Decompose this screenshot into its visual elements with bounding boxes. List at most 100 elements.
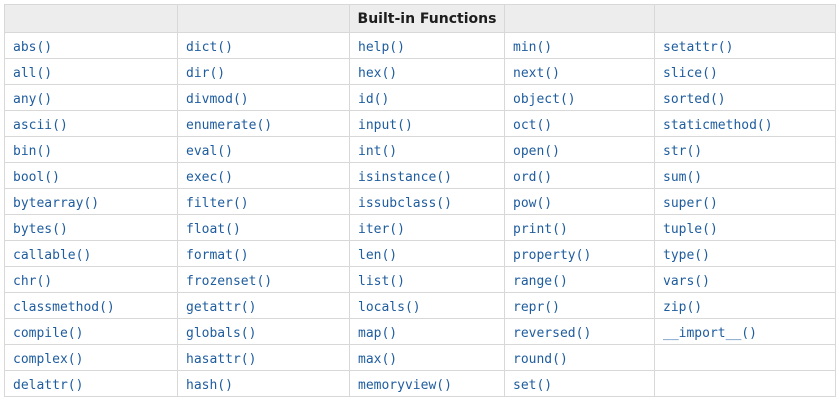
function-link-max[interactable]: max() — [358, 352, 398, 367]
function-link-super[interactable]: super() — [663, 196, 718, 211]
function-link-abs[interactable]: abs() — [13, 40, 53, 55]
function-link-input[interactable]: input() — [358, 118, 413, 133]
function-link-globals[interactable]: globals() — [186, 326, 257, 341]
function-link-print[interactable]: print() — [513, 222, 568, 237]
function-link-iter[interactable]: iter() — [358, 222, 405, 237]
table-cell: map() — [349, 318, 505, 345]
function-link-format[interactable]: format() — [186, 248, 249, 263]
function-link-bool[interactable]: bool() — [13, 170, 60, 185]
function-link-dict[interactable]: dict() — [186, 40, 233, 55]
function-link-tuple[interactable]: tuple() — [663, 222, 718, 237]
function-link-repr[interactable]: repr() — [513, 300, 560, 315]
function-link-ascii[interactable]: ascii() — [13, 118, 68, 133]
function-link-ord[interactable]: ord() — [513, 170, 553, 185]
function-link-getattr[interactable]: getattr() — [186, 300, 257, 315]
function-link-map[interactable]: map() — [358, 326, 398, 341]
table-cell: issubclass() — [349, 188, 505, 215]
function-link-pow[interactable]: pow() — [513, 196, 553, 211]
function-link-eval[interactable]: eval() — [186, 144, 233, 159]
function-link-type[interactable]: type() — [663, 248, 710, 263]
function-link-str[interactable]: str() — [663, 144, 703, 159]
function-link-sum[interactable]: sum() — [663, 170, 703, 185]
function-link-float[interactable]: float() — [186, 222, 241, 237]
function-link-min[interactable]: min() — [513, 40, 553, 55]
function-link-any[interactable]: any() — [13, 92, 53, 107]
function-link-filter[interactable]: filter() — [186, 196, 249, 211]
function-link-range[interactable]: range() — [513, 274, 568, 289]
function-link-hex[interactable]: hex() — [358, 66, 398, 81]
function-link-round[interactable]: round() — [513, 352, 568, 367]
table-cell: print() — [504, 214, 655, 241]
header-cell-empty-1 — [4, 4, 178, 33]
table-cell: pow() — [504, 188, 655, 215]
function-link-hash[interactable]: hash() — [186, 378, 233, 393]
builtin-functions-table: Built-in Functions abs() dict() help() min(… — [4, 4, 836, 397]
table-row: chr() frozenset() list() range() vars() — [4, 266, 836, 293]
function-link-open[interactable]: open() — [513, 144, 560, 159]
function-link-hasattr[interactable]: hasattr() — [186, 352, 257, 367]
function-link-compile[interactable]: compile() — [13, 326, 84, 341]
function-link-bytes[interactable]: bytes() — [13, 222, 68, 237]
function-link-oct[interactable]: oct() — [513, 118, 553, 133]
table-cell: dir() — [177, 58, 350, 85]
table-title: Built-in Functions — [349, 4, 505, 33]
function-link-id[interactable]: id() — [358, 92, 390, 107]
table-cell: type() — [654, 240, 836, 267]
table-cell: zip() — [654, 292, 836, 319]
table-cell: round() — [504, 344, 655, 371]
function-link-next[interactable]: next() — [513, 66, 560, 81]
function-link-list[interactable]: list() — [358, 274, 405, 289]
function-link-frozenset[interactable]: frozenset() — [186, 274, 273, 289]
table-row: bytes() float() iter() print() tuple() — [4, 214, 836, 241]
table-cell: abs() — [4, 32, 178, 59]
function-link-memoryview[interactable]: memoryview() — [358, 378, 452, 393]
function-link-delattr[interactable]: delattr() — [13, 378, 84, 393]
function-link-complex[interactable]: complex() — [13, 352, 84, 367]
function-link-vars[interactable]: vars() — [663, 274, 710, 289]
function-link-import[interactable]: __import__() — [663, 326, 757, 341]
function-link-isinstance[interactable]: isinstance() — [358, 170, 452, 185]
function-link-slice[interactable]: slice() — [663, 66, 718, 81]
function-link-bytearray[interactable]: bytearray() — [13, 196, 100, 211]
table-cell: hash() — [177, 370, 350, 397]
function-link-bin[interactable]: bin() — [13, 144, 53, 159]
function-link-len[interactable]: len() — [358, 248, 398, 263]
function-link-setattr[interactable]: setattr() — [663, 40, 734, 55]
function-link-classmethod[interactable]: classmethod() — [13, 300, 115, 315]
table-cell: next() — [504, 58, 655, 85]
function-link-all[interactable]: all() — [13, 66, 53, 81]
function-link-divmod[interactable]: divmod() — [186, 92, 249, 107]
function-link-enumerate[interactable]: enumerate() — [186, 118, 273, 133]
function-link-callable[interactable]: callable() — [13, 248, 92, 263]
table-cell: id() — [349, 84, 505, 111]
table-row: delattr() hash() memoryview() set() — [4, 370, 836, 397]
table-cell: super() — [654, 188, 836, 215]
table-cell: hex() — [349, 58, 505, 85]
table-cell: open() — [504, 136, 655, 163]
function-link-sorted[interactable]: sorted() — [663, 92, 726, 107]
function-link-dir[interactable]: dir() — [186, 66, 226, 81]
table-cell: bool() — [4, 162, 178, 189]
function-link-chr[interactable]: chr() — [13, 274, 53, 289]
function-link-reversed[interactable]: reversed() — [513, 326, 592, 341]
table-header-row: Built-in Functions — [4, 4, 836, 33]
table-cell: __import__() — [654, 318, 836, 345]
function-link-help[interactable]: help() — [358, 40, 405, 55]
table-cell: max() — [349, 344, 505, 371]
function-link-object[interactable]: object() — [513, 92, 576, 107]
function-link-issubclass[interactable]: issubclass() — [358, 196, 452, 211]
function-link-locals[interactable]: locals() — [358, 300, 421, 315]
table-cell: globals() — [177, 318, 350, 345]
function-link-zip[interactable]: zip() — [663, 300, 703, 315]
function-link-property[interactable]: property() — [513, 248, 592, 263]
table-cell: help() — [349, 32, 505, 59]
table-cell: input() — [349, 110, 505, 137]
table-cell: object() — [504, 84, 655, 111]
function-link-set[interactable]: set() — [513, 378, 553, 393]
function-link-exec[interactable]: exec() — [186, 170, 233, 185]
function-link-staticmethod[interactable]: staticmethod() — [663, 118, 773, 133]
function-link-int[interactable]: int() — [358, 144, 398, 159]
table-cell: bytes() — [4, 214, 178, 241]
table-cell: list() — [349, 266, 505, 293]
